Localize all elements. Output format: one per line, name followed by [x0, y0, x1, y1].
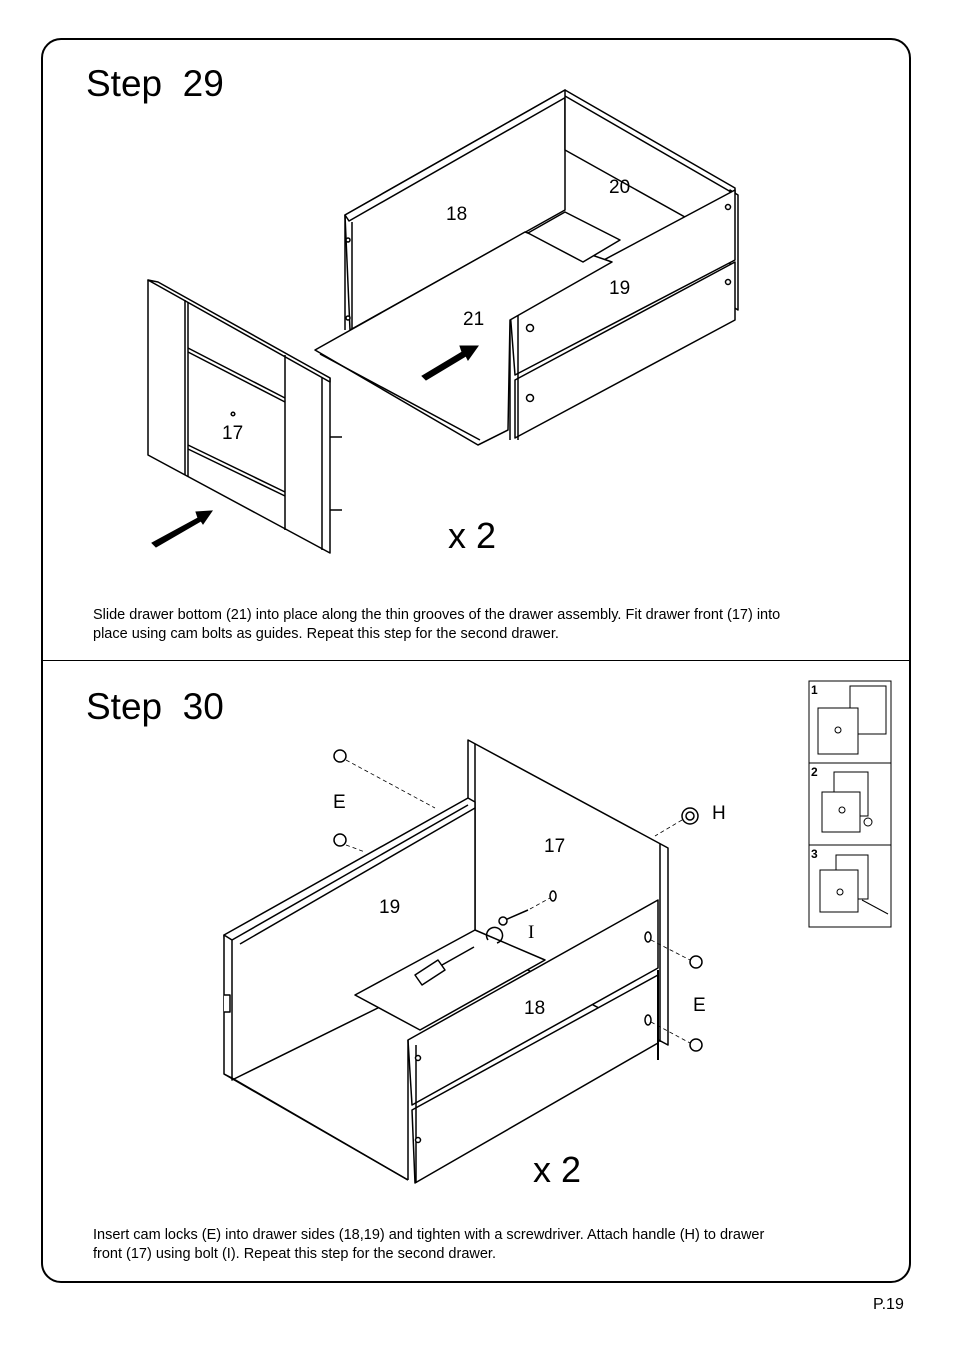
panel-19-front [510, 190, 735, 375]
part-19-label: 19 [379, 897, 401, 918]
arrow-front-insert [152, 511, 212, 547]
step-30-caption: Insert cam locks (E) into drawer sides (… [93, 1226, 883, 1264]
part-18-label: 18 [524, 998, 546, 1019]
cam-lock-e-right-label: E [693, 995, 706, 1016]
step-30-caption-line-2: front (17) using bolt (I). Repeat this s… [93, 1246, 496, 1262]
inset-step-1-number: 1 [811, 683, 818, 697]
step-29-title: Step 29 [86, 63, 224, 104]
page-number: P.19 [873, 1296, 904, 1313]
step-29-illustration [0, 0, 954, 660]
panel-17-front [148, 280, 330, 553]
step-29-multiplier: x 2 [448, 515, 497, 556]
step-30-caption-line-1: Insert cam locks (E) into drawer sides (… [93, 1227, 765, 1243]
arrow-bottom-insert [422, 346, 478, 380]
part-17-label: 17 [222, 423, 244, 444]
part-18-label: 18 [446, 204, 468, 225]
part-20-label: 20 [609, 177, 631, 198]
cam-lock-e-left-label: E [333, 792, 346, 813]
section-divider [42, 660, 910, 661]
part-19-label: 19 [609, 278, 631, 299]
handle-h-label: H [712, 803, 726, 824]
inset-step-3-number: 3 [811, 847, 818, 861]
bolt-i-label: I [528, 922, 535, 943]
inset-step-2-number: 2 [811, 765, 818, 779]
part-21-label: 21 [463, 309, 485, 330]
step-29-caption-line-1: Slide drawer bottom (21) into place alon… [93, 607, 781, 623]
part-17-label: 17 [544, 836, 566, 857]
step-30-multiplier: x 2 [533, 1149, 582, 1190]
step-30-title: Step 30 [86, 686, 224, 727]
step-29-caption-line-2: place using cam bolts as guides. Repeat … [93, 626, 559, 642]
step-29-caption: Slide drawer bottom (21) into place alon… [93, 606, 883, 644]
